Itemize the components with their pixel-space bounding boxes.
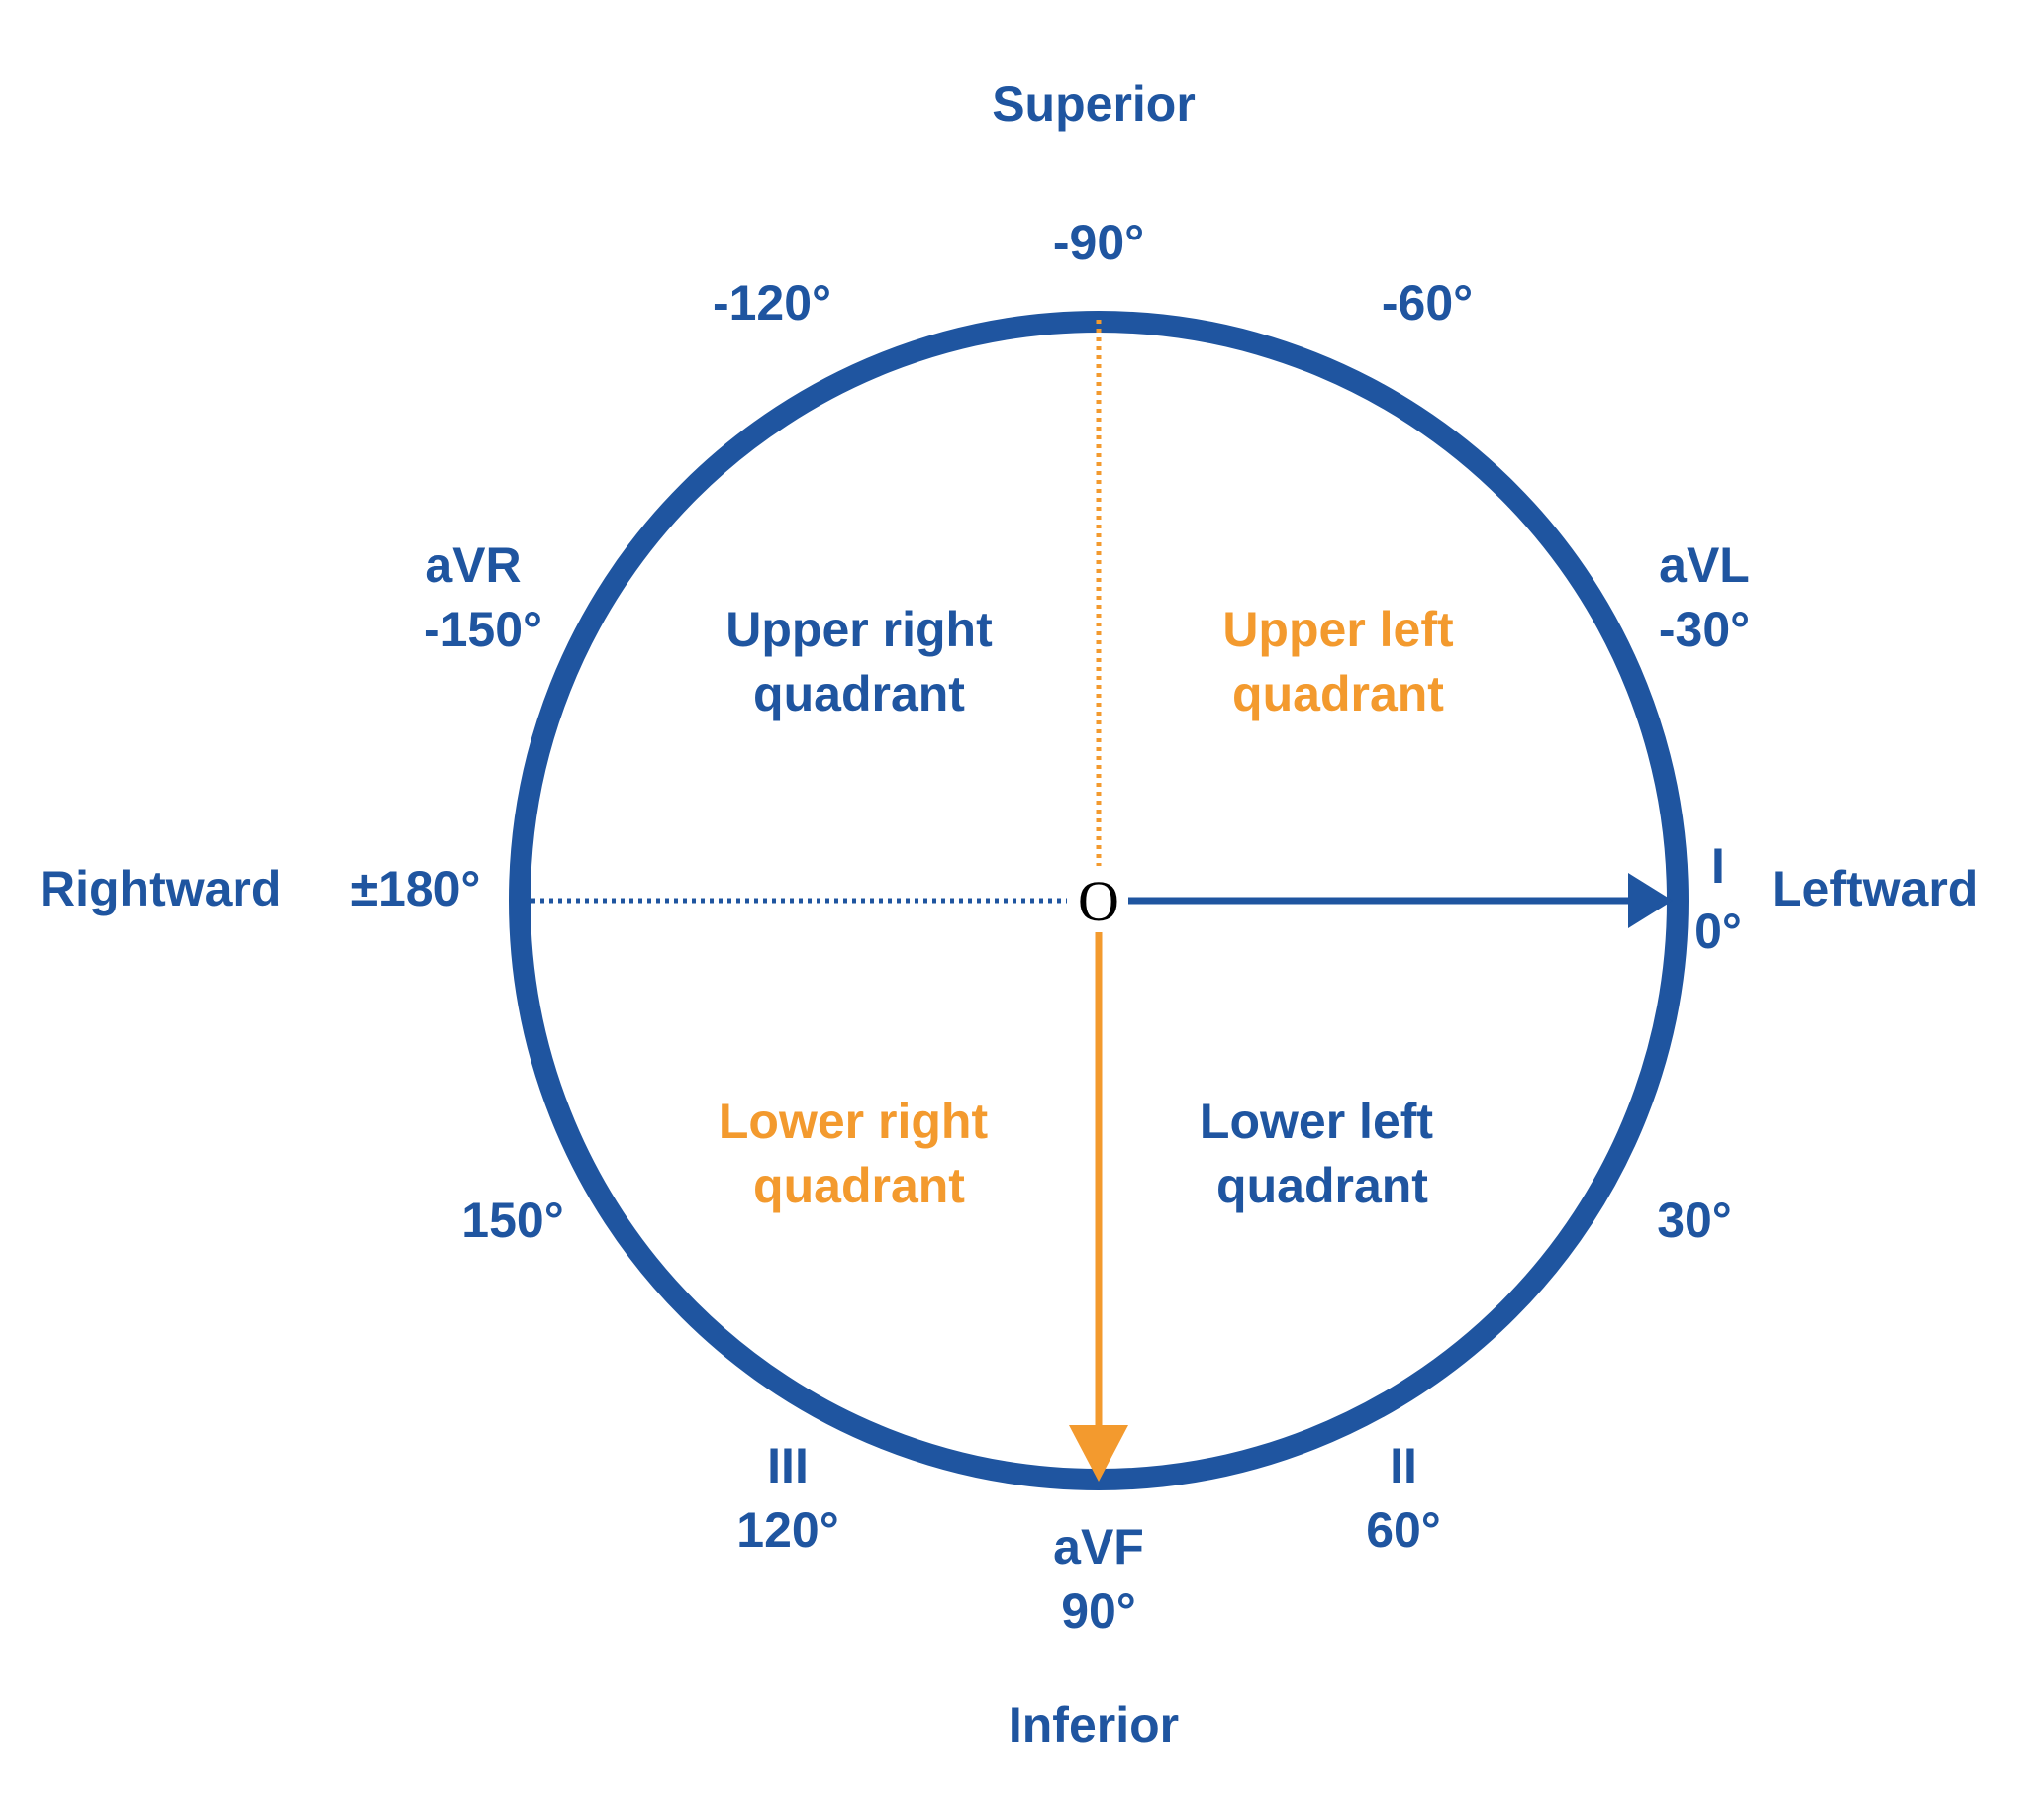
angle-minus30-label: -30° — [1659, 602, 1750, 657]
angle-30-label: 30° — [1657, 1193, 1732, 1248]
lead-iii-label: III — [767, 1438, 809, 1493]
center-label: O — [1078, 869, 1119, 933]
leftward-arrowhead — [1628, 873, 1673, 928]
upper-right-quadrant-line1: Upper right — [725, 602, 993, 657]
lead-avl-label: aVL — [1659, 537, 1750, 593]
superior-label: Superior — [992, 76, 1196, 132]
angle-zero-label: 0° — [1694, 904, 1742, 959]
angle-150-label: 150° — [461, 1193, 563, 1248]
lower-right-quadrant-line2: quadrant — [753, 1158, 965, 1213]
lead-avf-label: aVF — [1053, 1519, 1144, 1575]
upper-right-quadrant-line2: quadrant — [753, 666, 965, 721]
angle-90-label: 90° — [1061, 1583, 1136, 1639]
angle-120-label: 120° — [736, 1502, 838, 1558]
inferior-arrowhead — [1069, 1425, 1128, 1482]
angle-60-label: 60° — [1366, 1502, 1441, 1558]
lower-right-quadrant-line1: Lower right — [719, 1094, 989, 1149]
upper-left-quadrant-line1: Upper left — [1222, 602, 1454, 657]
angle-minus150-label: -150° — [424, 602, 542, 657]
angle-minus90-label: -90° — [1053, 215, 1144, 270]
inferior-label: Inferior — [1009, 1697, 1179, 1753]
angle-minus60-label: -60° — [1382, 275, 1473, 331]
angle-minus120-label: -120° — [713, 275, 831, 331]
upper-left-quadrant-line2: quadrant — [1232, 666, 1444, 721]
lower-left-quadrant-line1: Lower left — [1200, 1094, 1433, 1149]
leftward-label: Leftward — [1772, 861, 1978, 916]
lead-avr-label: aVR — [425, 537, 521, 593]
rightward-label: Rightward — [40, 861, 281, 916]
lead-ii-label: II — [1390, 1438, 1417, 1493]
angle-pm180-label: ±180° — [351, 861, 481, 916]
lead-i-label: I — [1711, 838, 1725, 894]
lower-left-quadrant-line2: quadrant — [1216, 1158, 1428, 1213]
